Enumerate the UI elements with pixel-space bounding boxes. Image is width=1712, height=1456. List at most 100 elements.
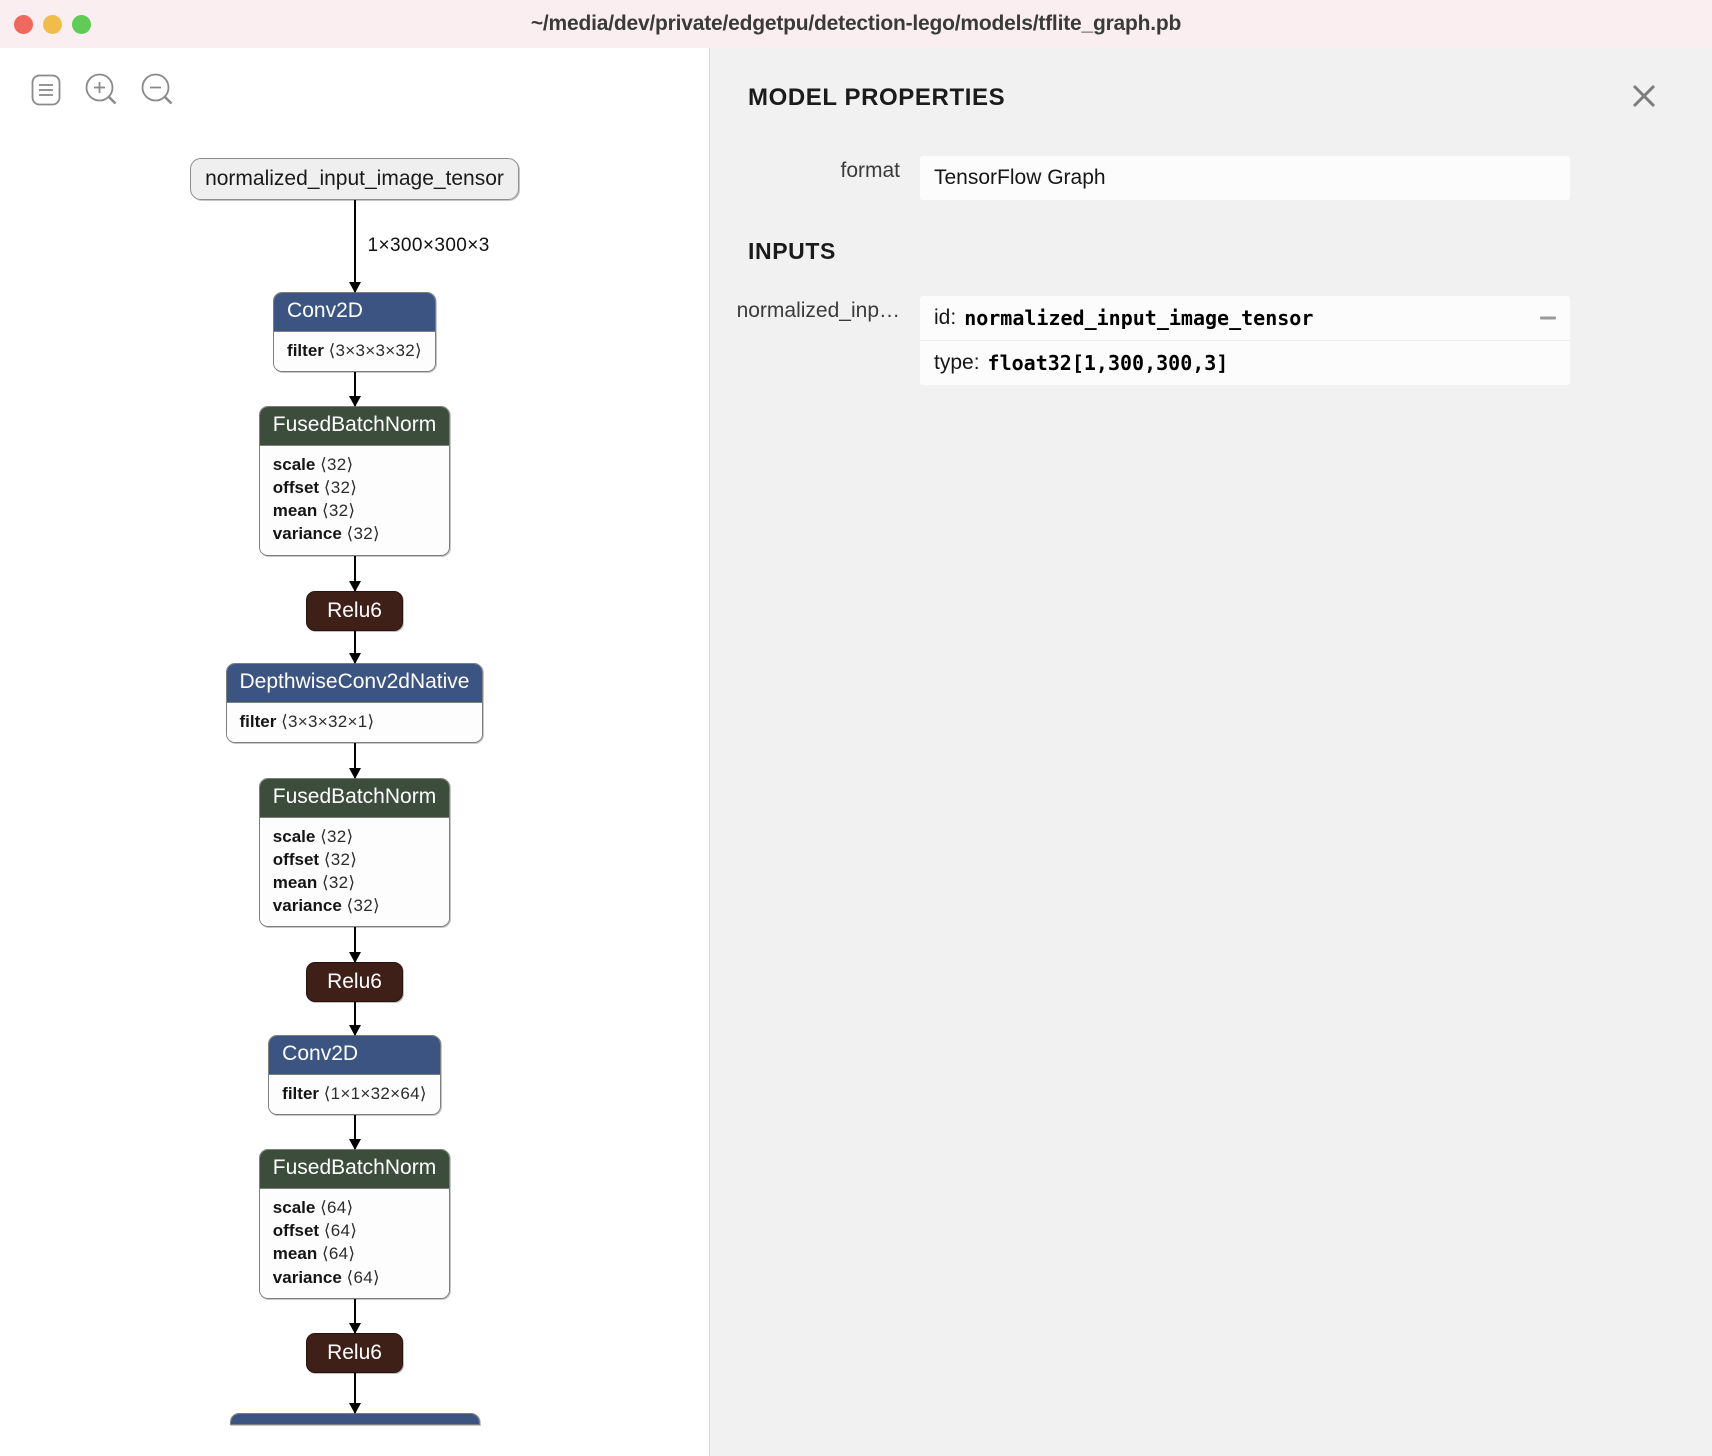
node-title: FusedBatchNorm [259, 1150, 450, 1189]
graph-node-depthwiseconv2dnative[interactable]: DepthwiseConv2dNative filter ⟨3×3×32×1⟩ [225, 662, 484, 743]
collapse-toggle-icon[interactable] [1540, 316, 1556, 320]
arrow-head-icon [348, 1322, 361, 1334]
graph-node-conv2d-2[interactable]: Conv2D filter ⟨1×1×32×64⟩ [268, 1035, 441, 1116]
close-panel-button[interactable] [1624, 78, 1664, 118]
traffic-light-buttons [14, 0, 91, 48]
node-attribute-row: variance ⟨32⟩ [273, 522, 436, 545]
maximize-window-button[interactable] [72, 14, 91, 34]
graph-node-fusedbatchnorm-1[interactable]: FusedBatchNorm scale ⟨32⟩ offset ⟨32⟩ me… [258, 406, 451, 556]
node-attributes: filter ⟨3×3×3×32⟩ [274, 331, 435, 372]
graph-node-clipped[interactable] [229, 1412, 480, 1425]
node-attribute-row: filter ⟨3×3×3×32⟩ [287, 339, 422, 362]
attribute-key: variance [272, 1267, 342, 1287]
node-attribute-row: filter ⟨1×1×32×64⟩ [282, 1082, 427, 1105]
node-title: FusedBatchNorm [259, 778, 450, 817]
window-body: normalized_input_image_tensor 1×300×300×… [0, 48, 1712, 1456]
arrow-head-icon [348, 1139, 361, 1151]
menu-icon [28, 72, 64, 108]
attribute-value: ⟨64⟩ [320, 1198, 354, 1218]
model-properties-panel: MODEL PROPERTIES format TensorFlow Graph [710, 48, 1712, 1456]
node-title: Conv2D [269, 1036, 440, 1075]
zoom-in-icon [83, 71, 121, 109]
graph-edge [348, 927, 361, 964]
node-attributes: scale ⟨32⟩ offset ⟨32⟩ mean ⟨32⟩ varia [259, 816, 450, 927]
node-attribute-row: mean ⟨32⟩ [273, 871, 436, 894]
node-title [230, 1413, 479, 1424]
zoom-in-button[interactable] [80, 68, 124, 112]
node-attribute-row: filter ⟨3×3×32×1⟩ [240, 710, 470, 733]
close-icon [1630, 82, 1658, 115]
section-title-inputs: INPUTS [748, 238, 836, 264]
attribute-value: ⟨32⟩ [320, 455, 354, 475]
attribute-value: ⟨32⟩ [323, 849, 358, 869]
node-attribute-row: offset ⟨32⟩ [273, 476, 436, 499]
minimize-window-button[interactable] [43, 14, 62, 34]
arrow-head-icon [348, 1025, 361, 1037]
attribute-value: ⟨32⟩ [346, 895, 380, 915]
attribute-value: ⟨32⟩ [321, 872, 356, 892]
node-attribute-row: offset ⟨64⟩ [273, 1219, 436, 1242]
graph-node-relu6-2[interactable]: Relu6 [306, 962, 403, 1003]
input-label: normalized_inp… [736, 299, 900, 322]
node-attribute-row: scale ⟨64⟩ [273, 1196, 436, 1219]
format-value: TensorFlow Graph [934, 166, 1106, 189]
property-row-input: normalized_inp… id: normalized_input_ima… [710, 296, 1570, 385]
node-attribute-row: scale ⟨32⟩ [273, 825, 436, 848]
arrow-head-icon [348, 952, 361, 964]
attribute-value: ⟨32⟩ [346, 524, 380, 544]
attribute-key: mean [272, 872, 318, 892]
close-window-button[interactable] [14, 14, 33, 34]
attribute-key: scale [272, 455, 316, 475]
node-attributes: filter ⟨1×1×32×64⟩ [269, 1074, 440, 1115]
graph-edge: 1×300×300×3 [348, 200, 489, 293]
attribute-key: scale [272, 1198, 316, 1218]
attribute-key: offset [272, 849, 320, 869]
attribute-key: offset [272, 1221, 320, 1241]
graph-node-fusedbatchnorm-2[interactable]: FusedBatchNorm scale ⟨32⟩ offset ⟨32⟩ me… [258, 777, 451, 928]
graph-edge [348, 555, 361, 592]
arrow-head-icon [348, 1402, 361, 1414]
graph-edge [348, 1372, 361, 1414]
input-id-row[interactable]: id: normalized_input_image_tensor [920, 296, 1570, 341]
graph-edge [348, 1002, 361, 1037]
attribute-value: ⟨3×3×32×1⟩ [281, 711, 375, 731]
window-title: ~/media/dev/private/edgetpu/detection-le… [530, 12, 1182, 35]
graph-node-fusedbatchnorm-3[interactable]: FusedBatchNorm scale ⟨64⟩ offset ⟨64⟩ me… [258, 1149, 451, 1299]
attribute-key: filter [282, 1084, 320, 1104]
attribute-key: mean [272, 501, 318, 521]
zoom-out-button[interactable] [136, 68, 180, 112]
node-attribute-row: offset ⟨32⟩ [273, 848, 436, 871]
input-id-prefix: id: [934, 306, 957, 329]
attribute-value: ⟨32⟩ [321, 501, 356, 521]
property-value-box[interactable]: TensorFlow Graph [920, 156, 1570, 200]
graph-node-relu6-1[interactable]: Relu6 [306, 590, 403, 631]
attribute-value: ⟨32⟩ [323, 478, 358, 498]
arrow-head-icon [348, 767, 361, 779]
graph-node-relu6-3[interactable]: Relu6 [306, 1332, 403, 1373]
node-attributes: filter ⟨3×3×32×1⟩ [226, 701, 483, 742]
panel-header: MODEL PROPERTIES [748, 84, 1712, 112]
graph-node-input[interactable]: normalized_input_image_tensor [190, 158, 519, 200]
panel-title: MODEL PROPERTIES [748, 84, 1006, 111]
attribute-key: variance [272, 895, 342, 915]
graph-edge [348, 742, 361, 779]
attribute-key: filter [239, 711, 277, 731]
node-attribute-row: variance ⟨64⟩ [273, 1266, 436, 1289]
arrow-head-icon [348, 580, 361, 592]
graph-node-conv2d-1[interactable]: Conv2D filter ⟨3×3×3×32⟩ [273, 292, 436, 373]
input-value-box[interactable]: id: normalized_input_image_tensor type: … [920, 296, 1570, 385]
attribute-value: ⟨64⟩ [346, 1267, 380, 1287]
graph-canvas[interactable]: normalized_input_image_tensor 1×300×300×… [0, 48, 710, 1456]
node-title: DepthwiseConv2dNative [226, 663, 483, 702]
zoom-out-icon [139, 71, 177, 109]
graph-edge [348, 1298, 361, 1334]
model-graph: normalized_input_image_tensor 1×300×300×… [0, 158, 709, 1425]
node-title: Conv2D [274, 293, 435, 331]
menu-button[interactable] [24, 68, 68, 112]
graph-edge [348, 1115, 361, 1151]
node-attribute-row: scale ⟨32⟩ [273, 453, 436, 476]
attribute-key: scale [272, 826, 316, 846]
title-bar: ~/media/dev/private/edgetpu/detection-le… [0, 0, 1712, 49]
arrow-head-icon [348, 282, 361, 293]
